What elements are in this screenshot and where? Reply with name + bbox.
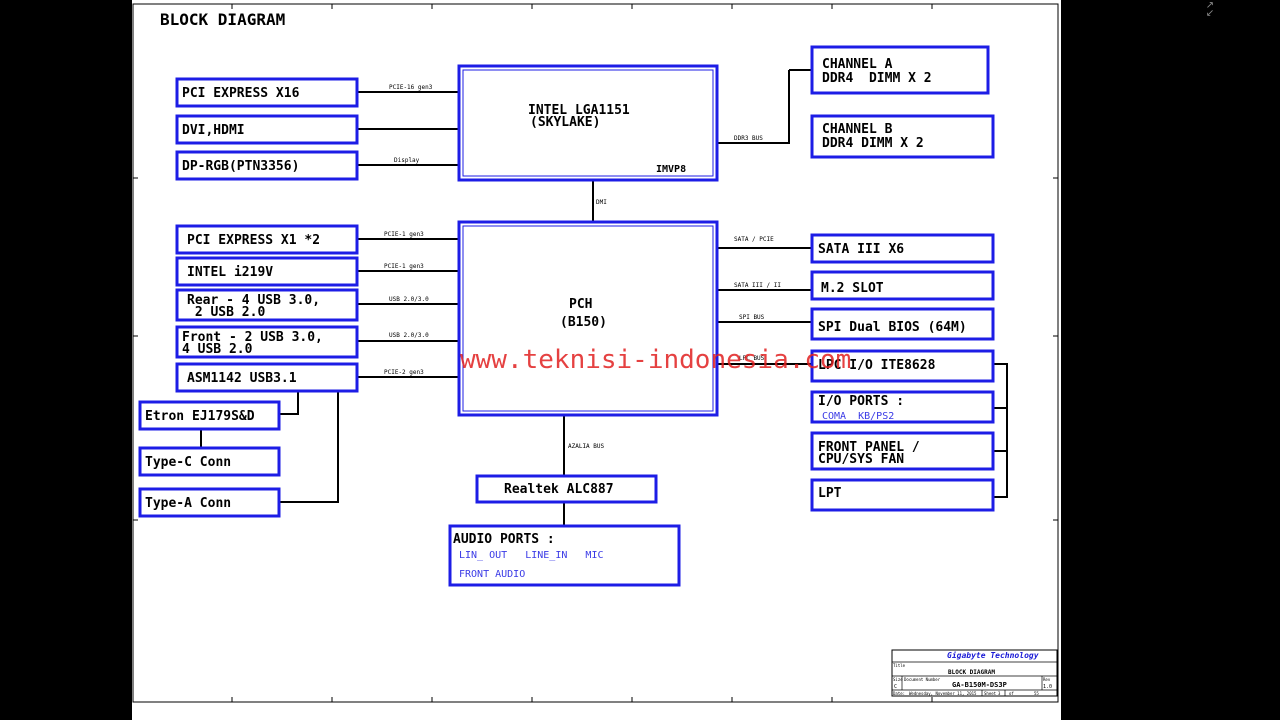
- pcie-x16-label: PCI EXPRESS X16: [182, 86, 300, 101]
- io-ports-block: [810, 390, 995, 424]
- channel-b-block: [810, 114, 995, 159]
- cpu-codename: (SKYLAKE): [530, 115, 600, 130]
- typea-label: Type-A Conn: [145, 496, 231, 511]
- sata-block: [810, 233, 995, 264]
- date-value: Wednesday, November 11, 2015: [909, 691, 977, 696]
- etron-block: [138, 400, 281, 431]
- pcie-x1-label: PCI EXPRESS X1 *2: [187, 233, 320, 248]
- asm1142-block: [175, 362, 359, 393]
- front-panel-block: [810, 431, 995, 471]
- lpt-label: LPT: [818, 486, 842, 501]
- bus-label-azalia: AZALIA BUS: [568, 443, 605, 450]
- sheet-caption: Sheet: [984, 691, 997, 696]
- bus-label-sata-pcie: SATA / PCIE: [734, 236, 774, 243]
- bus-label-pcie16: PCIE-16 gen3: [389, 84, 433, 91]
- audio-ports-line-1: LIN_ OUT LINE_IN MIC: [459, 550, 604, 561]
- size-caption: Size: [893, 677, 903, 682]
- pch-name: PCH: [569, 297, 592, 312]
- title-block: Gigabyte Technology Title BLOCK DIAGRAM …: [891, 649, 1058, 697]
- cpu-block: [457, 64, 719, 182]
- rev-caption: Rev: [1043, 677, 1051, 682]
- channel-a-label-1: CHANNEL A: [822, 57, 893, 72]
- audio-codec-label: Realtek ALC887: [504, 482, 614, 497]
- bus-label-pcie1-b: PCIE-1 gen3: [384, 263, 424, 270]
- bus-label-pcie2: PCIE-2 gen3: [384, 369, 424, 376]
- front-usb-block: [175, 325, 359, 359]
- lpc-io-label: LPC I/O ITE8628: [818, 358, 936, 373]
- bus-label-usb-rear: USB 2.0/3.0: [389, 296, 429, 303]
- audio-codec-block: [475, 474, 658, 504]
- bus-label-sata: SATA III / II: [734, 282, 781, 289]
- sheet-frame: [132, 3, 1059, 703]
- rev-value: 1.0: [1043, 684, 1052, 690]
- asm1142-label: ASM1142 USB3.1: [187, 371, 297, 386]
- cpu-vr-tag: IMVP8: [656, 164, 686, 175]
- front-panel-label-1: FRONT PANEL /: [818, 440, 920, 455]
- channel-b-label-2: DDR4 DIMM X 2: [822, 136, 924, 151]
- channel-b-label-1: CHANNEL B: [822, 122, 893, 137]
- pch-model: (B150): [560, 315, 607, 330]
- size-value: C: [894, 684, 897, 690]
- front-usb-label-1: Front - 2 USB 3.0,: [182, 330, 323, 345]
- dp-rgb-block: [175, 150, 359, 181]
- lpc-io-block: [810, 349, 995, 383]
- front-panel-label-2: CPU/SYS FAN: [818, 452, 904, 467]
- schematic-sheet: BLOCK DIAGRAM PCIE-16 gen3 Display DDR3 …: [132, 0, 1061, 720]
- channel-a-block: [810, 45, 990, 95]
- block-diagram: BLOCK DIAGRAM PCIE-16 gen3 Display DDR3 …: [132, 3, 1059, 703]
- spi-bios-label: SPI Dual BIOS (64M): [818, 320, 967, 335]
- rear-usb-label-1: Rear - 4 USB 3.0,: [187, 293, 320, 308]
- bus-label-pcie1-a: PCIE-1 gen3: [384, 231, 424, 238]
- lpt-block: [810, 478, 995, 512]
- etron-label: Etron EJ179S&D: [145, 409, 255, 424]
- audio-ports-line-2: FRONT AUDIO: [459, 569, 525, 580]
- channel-a-label-2: DDR4 DIMM X 2: [822, 71, 932, 86]
- bus-label-dmi: DMI: [596, 199, 607, 206]
- audio-ports-title: AUDIO PORTS :: [453, 532, 555, 547]
- cpu-name: INTEL LGA1151: [528, 103, 630, 118]
- pch-block: [457, 220, 719, 417]
- date-caption: Date:: [893, 691, 905, 696]
- expand-icon[interactable]: ↗↙: [1205, 0, 1215, 19]
- frame-ticks: [133, 4, 1058, 702]
- lan-block: [175, 256, 359, 287]
- m2-label: M.2 SLOT: [821, 281, 884, 296]
- sheet-number: 3: [998, 691, 1001, 696]
- document-number: GA-B150M-DS3P: [952, 681, 1007, 689]
- connection-lines: [200, 69, 1008, 525]
- typec-label: Type-C Conn: [145, 455, 231, 470]
- sheet-total: 55: [1034, 691, 1039, 696]
- dp-rgb-label: DP-RGB(PTN3356): [182, 159, 299, 174]
- pcie-x1-block: [175, 224, 359, 255]
- spi-bios-block: [810, 307, 995, 341]
- watermark: www.teknisi-indonesia.com: [460, 345, 851, 375]
- m2-block: [810, 270, 995, 301]
- rear-usb-label-2: 2 USB 2.0: [187, 305, 265, 320]
- typec-block: [138, 446, 281, 477]
- bus-label-usb-front: USB 2.0/3.0: [389, 332, 429, 339]
- front-usb-label-2: 4 USB 2.0: [182, 342, 253, 357]
- bus-label-ddr: DDR3 BUS: [734, 135, 763, 142]
- io-ports-label: I/O PORTS :: [818, 394, 904, 409]
- bus-label-lpc: LPC BUS: [739, 355, 765, 362]
- rear-usb-block: [175, 288, 359, 322]
- pcie-x16-block: [175, 77, 359, 108]
- lan-label: INTEL i219V: [187, 265, 273, 280]
- company-name: Gigabyte Technology: [947, 650, 1039, 660]
- of-caption: of: [1009, 691, 1014, 696]
- audio-ports-block: [448, 524, 681, 587]
- dvi-hdmi-label: DVI,HDMI: [182, 123, 245, 138]
- title-caption: Title: [893, 663, 906, 668]
- bus-label-spi: SPI BUS: [739, 314, 765, 321]
- io-ports-sub-label: COMA KB/PS2: [822, 411, 894, 422]
- page-title: BLOCK DIAGRAM: [160, 10, 285, 29]
- sata-label: SATA III X6: [818, 242, 904, 257]
- sheet-title: BLOCK DIAGRAM: [948, 669, 995, 676]
- dvi-hdmi-block: [175, 114, 359, 145]
- bus-label-display: Display: [394, 157, 420, 164]
- typea-block: [138, 487, 281, 518]
- docnum-caption: Document Number: [904, 677, 941, 682]
